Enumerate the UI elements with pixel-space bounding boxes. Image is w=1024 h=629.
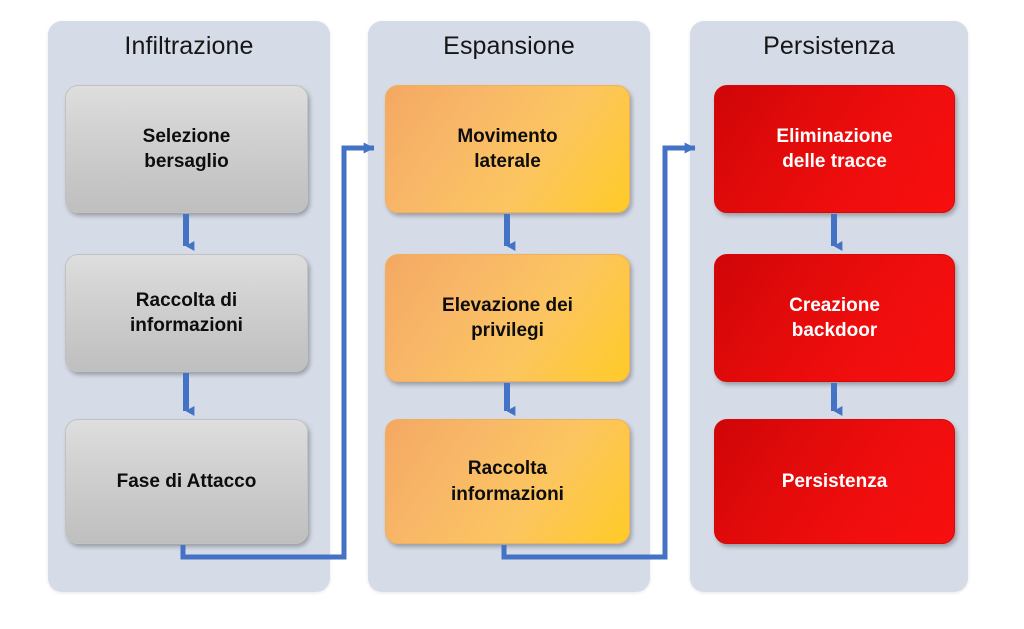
- step-label: Movimento laterale: [457, 125, 558, 172]
- step-label: Elevazione dei privilegi: [442, 294, 573, 341]
- step-label: Raccolta di informazioni: [130, 289, 243, 336]
- step-box-selezione-bersaglio[interactable]: Selezione bersaglio: [65, 85, 308, 213]
- phase-title-persistenza: Persistenza: [763, 32, 895, 60]
- step-label: Creazione backdoor: [789, 294, 880, 341]
- step-box-eliminazione-delle-tracce[interactable]: Eliminazione delle tracce: [714, 85, 955, 213]
- step-box-creazione-backdoor[interactable]: Creazione backdoor: [714, 254, 955, 382]
- step-label: Persistenza: [781, 470, 888, 492]
- step-label: Fase di Attacco: [116, 470, 257, 492]
- step-box-fase-di-attacco[interactable]: Fase di Attacco: [65, 419, 308, 544]
- step-label: Selezione bersaglio: [142, 125, 231, 172]
- step-box-elevazione-dei-privilegi[interactable]: Elevazione dei privilegi: [385, 254, 630, 382]
- step-box-persistenza[interactable]: Persistenza: [714, 419, 955, 544]
- step-box-movimento-laterale[interactable]: Movimento laterale: [385, 85, 630, 213]
- step-box-raccolta-di-informazioni[interactable]: Raccolta di informazioni: [65, 254, 308, 372]
- phase-title-espansione: Espansione: [443, 32, 575, 60]
- step-label: Raccolta informazioni: [451, 458, 564, 505]
- step-label: Eliminazione delle tracce: [776, 125, 893, 172]
- phase-title-infiltrazione: Infiltrazione: [124, 32, 254, 60]
- step-box-raccolta-informazioni[interactable]: Raccolta informazioni: [385, 419, 630, 544]
